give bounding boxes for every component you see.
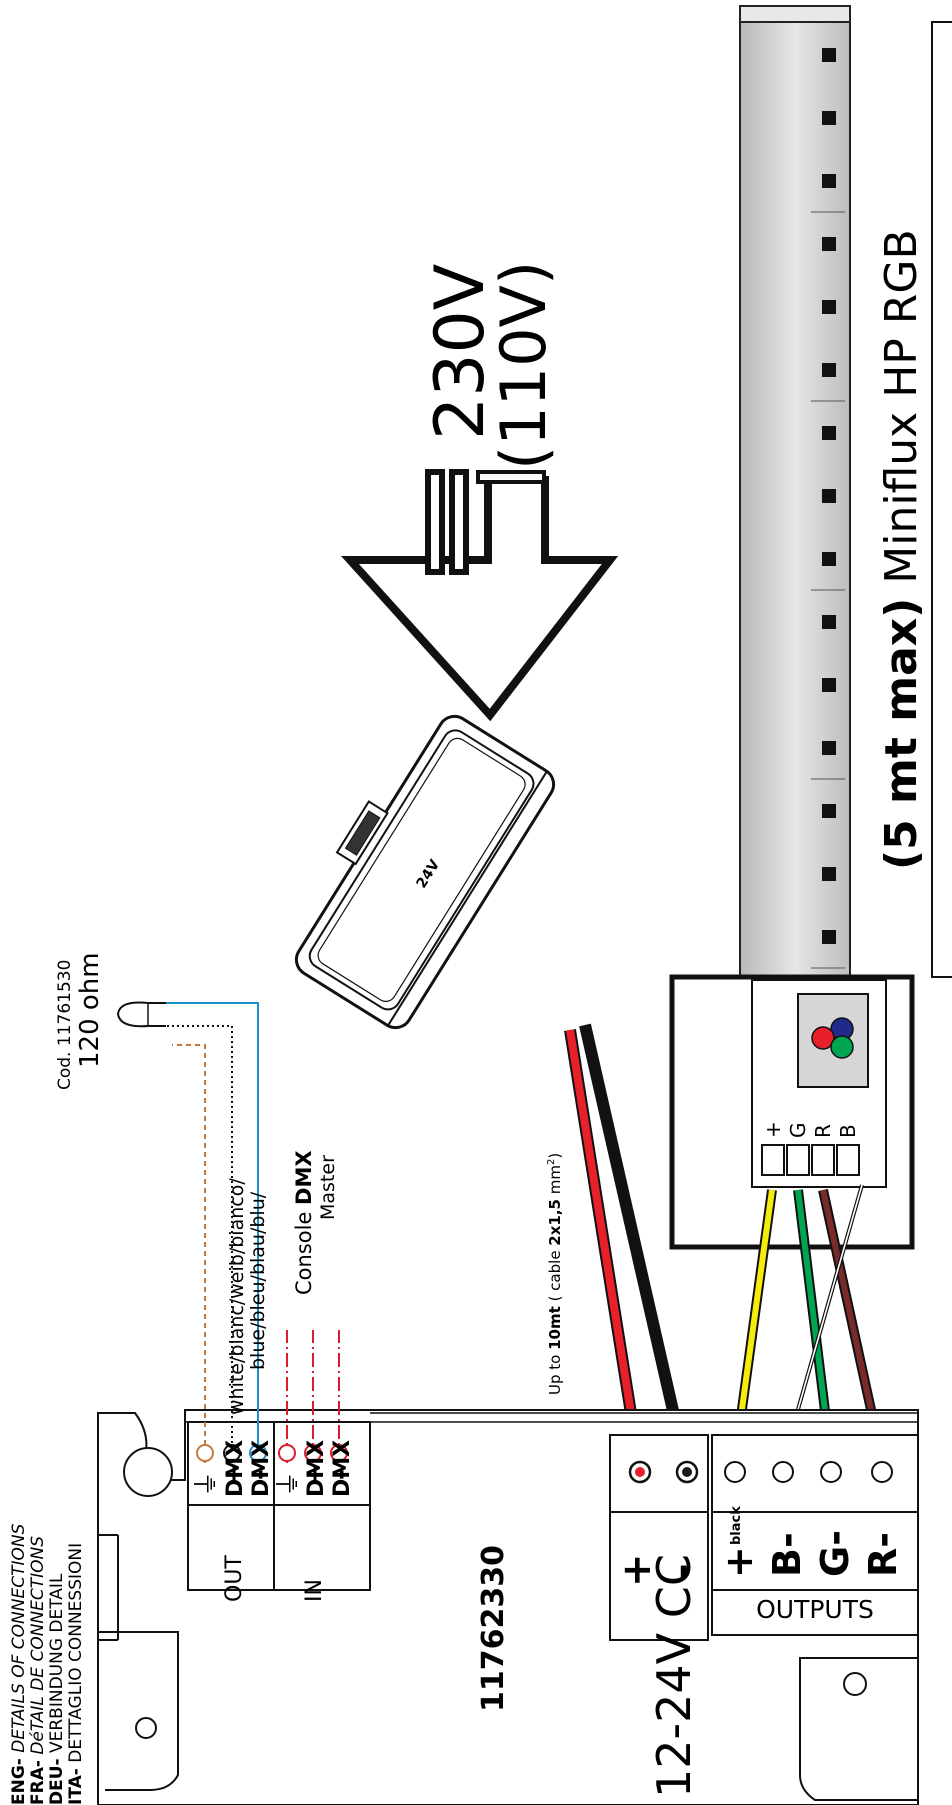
strip-led-icon — [822, 363, 836, 377]
mount-hole-icon — [843, 1672, 867, 1696]
pin-label-b: B — [836, 1124, 860, 1138]
ground-icon: ⏚ — [192, 1471, 222, 1497]
terminator-resistor — [116, 1001, 166, 1028]
power-supply: 24V — [294, 714, 556, 1030]
terminator-value: 120 ohm — [75, 952, 105, 1068]
dmx-pin-labels: ⏚ DMX DMX ⏚ DMX DMX — [192, 1440, 355, 1497]
strip-max-length: (5 mt max) — [876, 598, 927, 870]
dmx-in-plus-sign: + — [300, 1464, 330, 1486]
mount-slot-icon — [123, 1447, 173, 1497]
strip-led-icon — [822, 615, 836, 629]
terminator-code: Cod. 11761530 — [55, 960, 75, 1090]
strip-model-name: Miniflux HP RGB — [876, 229, 927, 583]
strip-label-frame — [931, 21, 952, 978]
plug-prong-icon — [425, 469, 445, 575]
ground-icon: ⏚ — [274, 1471, 304, 1497]
strip-led-icon — [822, 489, 836, 503]
mains-voltage-alt-label: (110V) — [487, 261, 560, 470]
dmx-out-minus-label: DMX — [249, 1440, 274, 1497]
strip-led-icon — [822, 48, 836, 62]
dmx-in-minus-label: DMX — [330, 1440, 355, 1497]
mount-hole-icon — [135, 1717, 157, 1739]
console-master-label: Master — [317, 1155, 339, 1220]
mains-voltage-label: 230V — [421, 264, 500, 440]
power-label: 12-24V CC — [647, 1554, 701, 1798]
connector-pins — [761, 1144, 860, 1176]
green-led-icon — [830, 1035, 854, 1059]
header-line-eng: ENG- DETAILS OF CONNECTIONS — [9, 1523, 29, 1805]
power-terminal-block — [609, 1434, 709, 1641]
plug-prong-icon — [449, 469, 469, 575]
out-black-label: black — [729, 1506, 744, 1545]
dmx-in-plus-label: DMX — [304, 1440, 329, 1497]
cable-note: Up to 10mt ( cable 2x1,5 mm2) — [546, 1153, 564, 1395]
out-g-label: G- — [813, 1530, 857, 1577]
black-wire — [579, 1023, 693, 1474]
pin-label-g: G — [786, 1123, 810, 1139]
strip-led-icon — [822, 111, 836, 125]
strip-led-icon — [822, 867, 836, 881]
strip-label: (5 mt max) Miniflux HP RGB — [876, 229, 927, 870]
pin-label-plus: + — [761, 1121, 785, 1138]
language-header: ENG- DETAILS OF CONNECTIONS FRA- DéTAIL … — [9, 1523, 86, 1805]
strip-led-icon — [822, 174, 836, 188]
power-plus-label: + — [614, 1553, 660, 1587]
strip-led-icon — [822, 552, 836, 566]
outputs-label: OUTPUTS — [756, 1595, 874, 1624]
shield-wire — [172, 1044, 206, 1463]
header-line-fra: FRA- DéTAIL DE CONNECTIONS — [28, 1536, 48, 1805]
dmx-polarity-labels: + - + - — [219, 1464, 356, 1486]
dmx-in-wires — [286, 1330, 340, 1463]
down-arrow-icon — [340, 476, 619, 722]
mains-input: 230V (110V) — [340, 261, 619, 722]
strip-led-icon — [822, 426, 836, 440]
dmx-out-minus-sign: - — [245, 1469, 275, 1480]
dmx-screws — [196, 1444, 348, 1462]
strip-led-icon — [822, 300, 836, 314]
strip-led-icon — [822, 237, 836, 251]
out-plus-label: + — [717, 1546, 761, 1578]
data-plus-wire — [166, 1025, 233, 1463]
red-wire — [566, 1029, 644, 1471]
console-dmx-label: Console DMX — [292, 1150, 316, 1295]
wire-label-blue: blue/bleu/blau/blu/ — [247, 1191, 269, 1370]
outputs-terminal-block — [711, 1434, 919, 1636]
led-strip — [739, 5, 851, 982]
dmx-out-plus-sign: + — [219, 1464, 249, 1486]
resistor-icon — [116, 1001, 166, 1028]
red-led-icon — [811, 1026, 835, 1050]
strip-connector: + G R B — [669, 974, 915, 1250]
dmx-in-minus-sign: - — [326, 1469, 356, 1480]
out-r-label: R- — [861, 1532, 905, 1577]
strip-led-icon — [822, 678, 836, 692]
strip-led-row — [811, 48, 845, 969]
wire-label-white: white/blanc/weib/bianco/ — [226, 1178, 248, 1415]
controller-code: 11762330 — [476, 1545, 511, 1712]
pin-label-r: R — [811, 1124, 835, 1138]
out-b-label: B- — [765, 1532, 809, 1577]
strip-led-icon — [822, 804, 836, 818]
dmx-in-label: IN — [302, 1579, 327, 1602]
strip-led-icon — [822, 930, 836, 944]
header-line-deu: DEU- VERBINDUNG DETAIL — [47, 1573, 67, 1805]
power-minus-label: - — [659, 1563, 705, 1580]
supply-wires — [564, 1023, 693, 1474]
header-line-ita: ITA- DETTAGLIO CONNESSIONI — [66, 1543, 86, 1805]
strip-led-icon — [822, 741, 836, 755]
data-minus-wire — [166, 1002, 259, 1463]
dmx-out-plus-label: DMX — [223, 1440, 248, 1497]
dmx-out-label: OUT — [222, 1555, 247, 1602]
